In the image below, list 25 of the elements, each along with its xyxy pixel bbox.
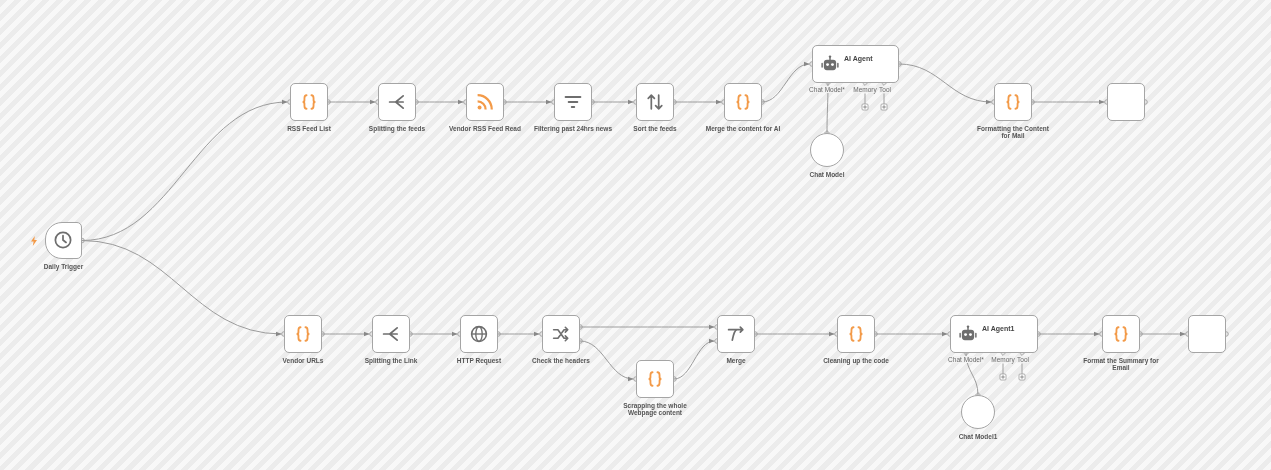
connector-arrow (761, 62, 810, 103)
agent-node (950, 315, 1038, 353)
connector-arrow (503, 99, 552, 105)
connector-arrow (415, 99, 464, 105)
connector-arrow (327, 99, 376, 105)
connector-arrow (673, 339, 715, 380)
connector-arrow (409, 331, 458, 337)
connector-line (826, 82, 829, 134)
connector-line (965, 352, 979, 396)
connector-arrow (321, 331, 370, 337)
workflow-node (1188, 315, 1226, 353)
connector-arrow (591, 99, 634, 105)
connector-arrow (1031, 99, 1105, 105)
connector-arrow (1037, 331, 1100, 337)
agent-node (812, 45, 899, 83)
connector-arrow (898, 63, 992, 105)
connector-arrow (497, 331, 540, 337)
workflow-node (1107, 83, 1145, 121)
connector-arrow (673, 99, 722, 105)
connector-arrow (754, 331, 835, 337)
connector-arrow (579, 340, 634, 381)
connector-arrow (81, 240, 282, 336)
connector-arrow (874, 331, 948, 337)
connector-arrow (579, 324, 715, 330)
connector-arrow (1139, 331, 1186, 337)
